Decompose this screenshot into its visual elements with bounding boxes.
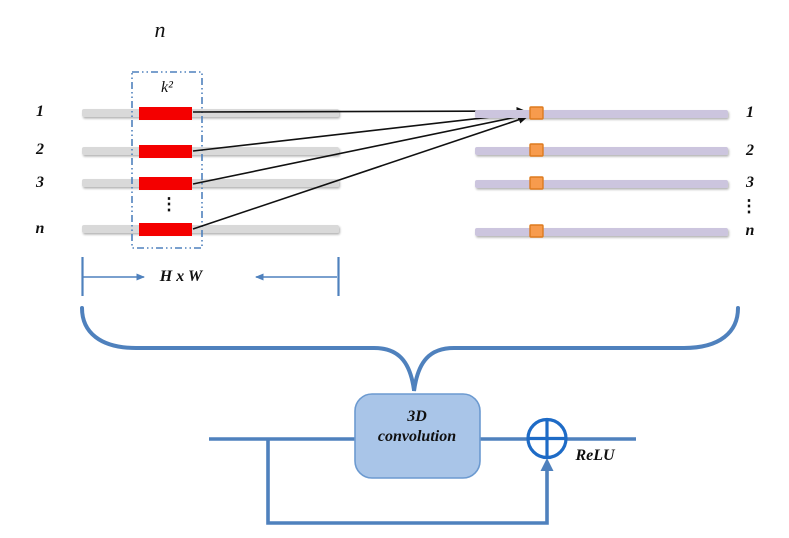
brace bbox=[80, 306, 740, 392]
output-bar-1 bbox=[475, 110, 728, 118]
ellipsis-left: ⋮ bbox=[160, 194, 178, 214]
kernel-segment-3 bbox=[139, 177, 192, 190]
mapping-arrow-2 bbox=[192, 109, 527, 152]
dimension-measure bbox=[81, 257, 340, 296]
output-points bbox=[529, 106, 544, 238]
kernel-segments bbox=[139, 107, 192, 236]
mapping-arrow-3 bbox=[192, 112, 527, 185]
conv-box-label: 3D convolution bbox=[378, 407, 456, 447]
skip-connection bbox=[266, 440, 549, 525]
kernel-segment-n bbox=[139, 223, 192, 236]
kernel-segment-2 bbox=[139, 145, 192, 158]
output-bar-2 bbox=[475, 147, 728, 155]
output-row-label-n: n bbox=[745, 222, 755, 239]
skip-arrowhead bbox=[540, 458, 554, 471]
sum-node bbox=[526, 417, 568, 460]
output-row-label-2: 2 bbox=[746, 142, 754, 159]
flow-lines bbox=[209, 437, 636, 525]
dimension-label: H x W bbox=[159, 268, 203, 285]
output-point-2 bbox=[529, 143, 544, 157]
mapping-arrows bbox=[192, 107, 528, 230]
input-row-label-n: n bbox=[35, 220, 45, 237]
input-row-label-3: 3 bbox=[36, 174, 44, 191]
output-point-3 bbox=[529, 176, 544, 190]
output-point-n bbox=[529, 224, 544, 238]
kernel-segment-1 bbox=[139, 107, 192, 120]
conv-box-label-line2: convolution bbox=[377, 428, 457, 445]
channel-count-label: n bbox=[154, 17, 166, 42]
input-bar-1 bbox=[82, 109, 339, 117]
mapping-arrow-1 bbox=[192, 107, 526, 116]
kernel-window-box bbox=[131, 71, 203, 249]
conv-box-label-line1: 3D bbox=[407, 408, 427, 425]
input-row-label-2: 2 bbox=[36, 141, 44, 158]
output-row-label-1: 1 bbox=[746, 104, 754, 121]
output-point-1 bbox=[529, 106, 544, 120]
kernel-size-label: k² bbox=[161, 79, 173, 96]
output-feature-maps bbox=[475, 110, 728, 236]
output-row-label-3: 3 bbox=[746, 174, 754, 191]
relu-label: ReLU bbox=[575, 447, 615, 464]
ellipsis-right: ⋮ bbox=[740, 196, 758, 216]
input-feature-maps bbox=[82, 109, 339, 233]
output-bar-n bbox=[475, 228, 728, 236]
output-bar-3 bbox=[475, 180, 728, 188]
mapping-arrow-n bbox=[192, 115, 528, 230]
input-bar-n bbox=[82, 225, 339, 233]
input-row-label-1: 1 bbox=[36, 103, 44, 120]
conv-box bbox=[354, 393, 481, 479]
